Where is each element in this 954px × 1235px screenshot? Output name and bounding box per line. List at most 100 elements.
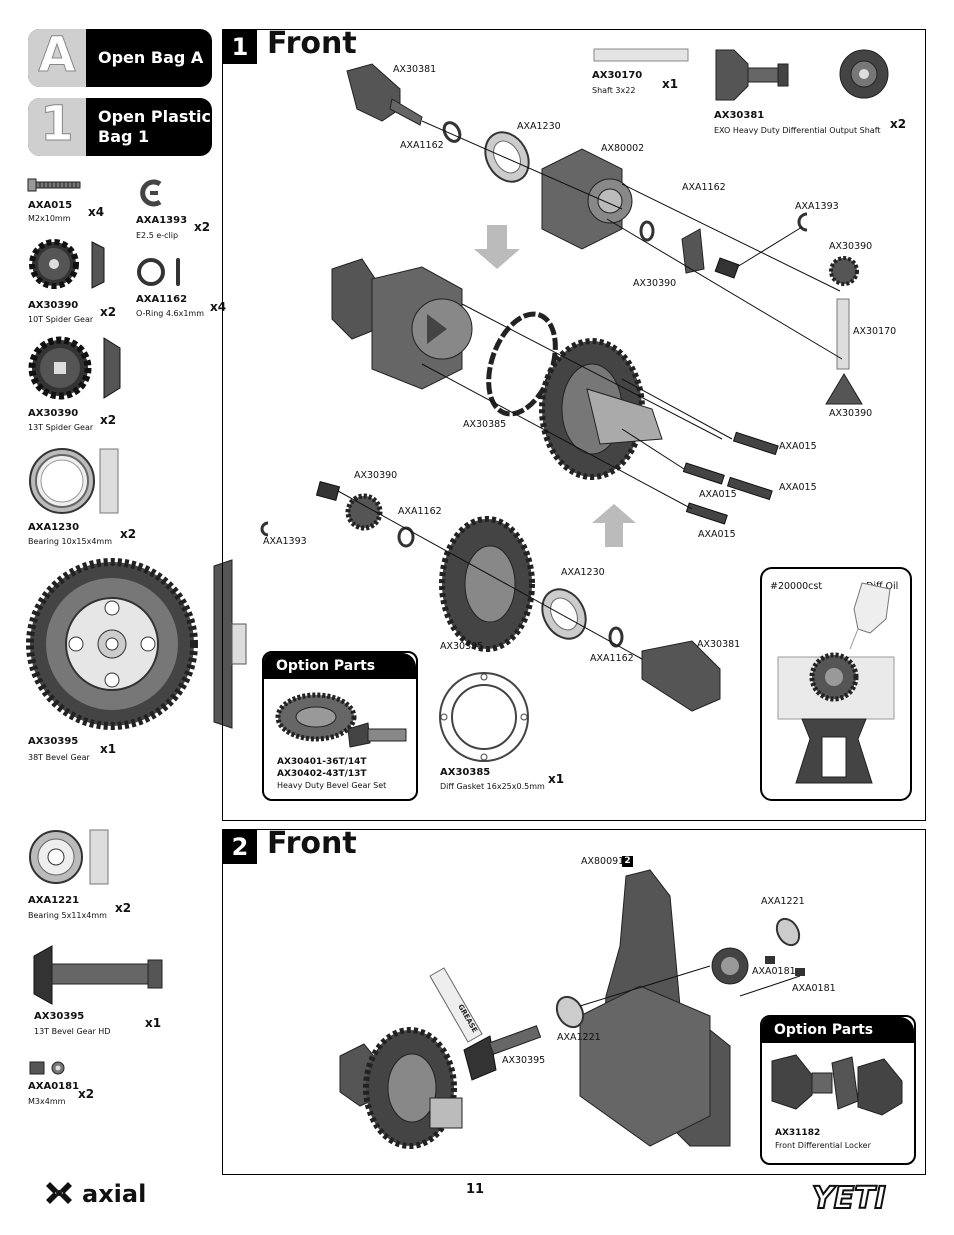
part-code: AX30170: [592, 70, 643, 81]
yeti-logo: YETI: [811, 1180, 887, 1217]
bag-letter: A: [38, 29, 76, 84]
option-line1: AX30401-36T/14T: [277, 757, 367, 767]
callout: AXA1221: [761, 896, 805, 907]
diff-oil-box: #20000cst Diff Oil: [760, 567, 912, 801]
option-parts-title: Option Parts: [762, 1017, 914, 1043]
callout: AXA1221: [557, 1032, 601, 1043]
bevel-gear-set-illustration: [275, 692, 407, 748]
bag-1-header: 1 Open Plastic Bag 1: [28, 98, 212, 156]
part-code: AXA0181: [28, 1081, 80, 1092]
shaft-illustration: [593, 48, 689, 62]
callout: AXA0181: [752, 966, 796, 977]
part-desc: 13T Bevel Gear HD: [34, 1027, 111, 1036]
part-code: AX30390: [28, 408, 79, 419]
callout: AX30385: [463, 419, 507, 430]
callout: AXA1230: [561, 567, 605, 578]
callout: AX30395: [440, 641, 484, 652]
diff-locker-illustration: [771, 1054, 903, 1116]
step-title: Front: [267, 826, 357, 861]
callout: AX80002: [601, 143, 645, 154]
part-qty: x1: [548, 772, 565, 786]
axial-logo: axial: [46, 1180, 146, 1208]
part-desc: E2.5 e-clip: [136, 231, 179, 240]
step-1-panel: 1 Front: [222, 26, 926, 821]
bag-a-header: A Open Bag A: [28, 29, 212, 87]
spider-gear-10t-illustration: [29, 239, 105, 289]
option-parts-box: Option Parts AX31182 Front Differential …: [760, 1015, 916, 1165]
callout: AX30381: [697, 639, 741, 650]
part-desc: 13T Spider Gear: [28, 423, 94, 432]
part-qty: x2: [890, 117, 907, 131]
oil-label: Diff Oil: [866, 581, 899, 592]
callout: AXA1162: [682, 182, 726, 193]
callout-badge: 2: [622, 856, 633, 867]
pinion-gear-illustration: [33, 945, 163, 1005]
e-clip-illustration: [140, 179, 162, 207]
callout: AXA015: [779, 441, 817, 452]
screw-illustration: [27, 178, 81, 192]
part-desc: Shaft 3x22: [592, 86, 636, 95]
callout: AXA015: [698, 529, 736, 540]
callout: AX30395: [502, 1055, 546, 1066]
part-code: AX30395: [34, 1011, 85, 1022]
part-qty: x2: [120, 527, 137, 541]
part-code: AX30385: [440, 767, 491, 778]
part-code: AX30395: [28, 736, 79, 747]
callout: AXA1393: [263, 536, 307, 547]
callout: AXA1162: [398, 506, 442, 517]
part-desc: Diff Gasket 16x25x0.5mm: [440, 782, 545, 791]
step-2-panel: 2 Front: [222, 826, 926, 1175]
callout: AXA015: [779, 482, 817, 493]
option-line2: AX30402-43T/13T: [277, 769, 367, 779]
brand-text: axial: [82, 1180, 146, 1208]
callout: AX30170: [853, 326, 897, 337]
o-ring-illustration: [137, 258, 180, 286]
part-qty: x1: [100, 742, 117, 756]
bearing-5x11-illustration: [29, 829, 109, 885]
part-qty: x2: [100, 305, 117, 319]
part-code: AXA1393: [136, 215, 188, 226]
callout: AX30390: [633, 278, 677, 289]
part-qty: x2: [78, 1087, 95, 1101]
diff-exploded-diagram: [260, 63, 863, 712]
spider-gear-13t-illustration: [28, 336, 121, 400]
set-screw-illustration: [29, 1061, 65, 1075]
callout: AXA1162: [400, 140, 444, 151]
part-code: AX30390: [28, 300, 79, 311]
step-number: 2: [223, 830, 257, 864]
part-desc: M2x10mm: [28, 214, 71, 223]
bearing-10x15-illustration: [29, 448, 119, 514]
part-qty: x2: [100, 413, 117, 427]
part-qty: x2: [194, 220, 211, 234]
part-qty: x4: [88, 205, 105, 219]
step-title: Front: [267, 26, 357, 61]
part-desc: 38T Bevel Gear: [28, 753, 90, 762]
part-code: AXA1162: [136, 294, 188, 305]
callout: AXA1393: [795, 201, 839, 212]
part-code: AXA1230: [28, 522, 80, 533]
bag-label: Open Bag A: [98, 48, 204, 67]
step-number: 1: [223, 30, 257, 64]
part-desc: EXO Heavy Duty Differential Output Shaft: [714, 126, 881, 135]
option-parts-box: Option Parts AX30401-36T/14T AX30402-43T…: [262, 651, 418, 801]
callout: AX30390: [829, 408, 873, 419]
bag-label-line1: Open Plastic: [98, 107, 212, 126]
option-parts-title: Option Parts: [264, 653, 416, 679]
callout: AX30390: [354, 470, 398, 481]
part-code: AXA015: [28, 200, 73, 211]
option-desc: Heavy Duty Bevel Gear Set: [277, 781, 387, 790]
part-desc: O-Ring 4.6x1mm: [136, 309, 205, 318]
part-code: AXA1221: [28, 895, 80, 906]
bag-number: 1: [40, 98, 74, 153]
diff-gasket-illustration: [439, 672, 529, 762]
part-qty: x2: [115, 901, 132, 915]
oil-bottle-illustration: [777, 582, 895, 784]
option-code: AX31182: [775, 1128, 821, 1138]
bevel-gear-38t-illustration: [26, 558, 247, 730]
callout: AXA0181: [792, 983, 836, 994]
part-desc: 10T Spider Gear: [28, 315, 94, 324]
part-desc: M3x4mm: [28, 1097, 66, 1106]
option-desc: Front Differential Locker: [775, 1141, 871, 1150]
diff-housing-diagram: GREASE: [339, 869, 805, 1149]
callout: AX30390: [829, 241, 873, 252]
